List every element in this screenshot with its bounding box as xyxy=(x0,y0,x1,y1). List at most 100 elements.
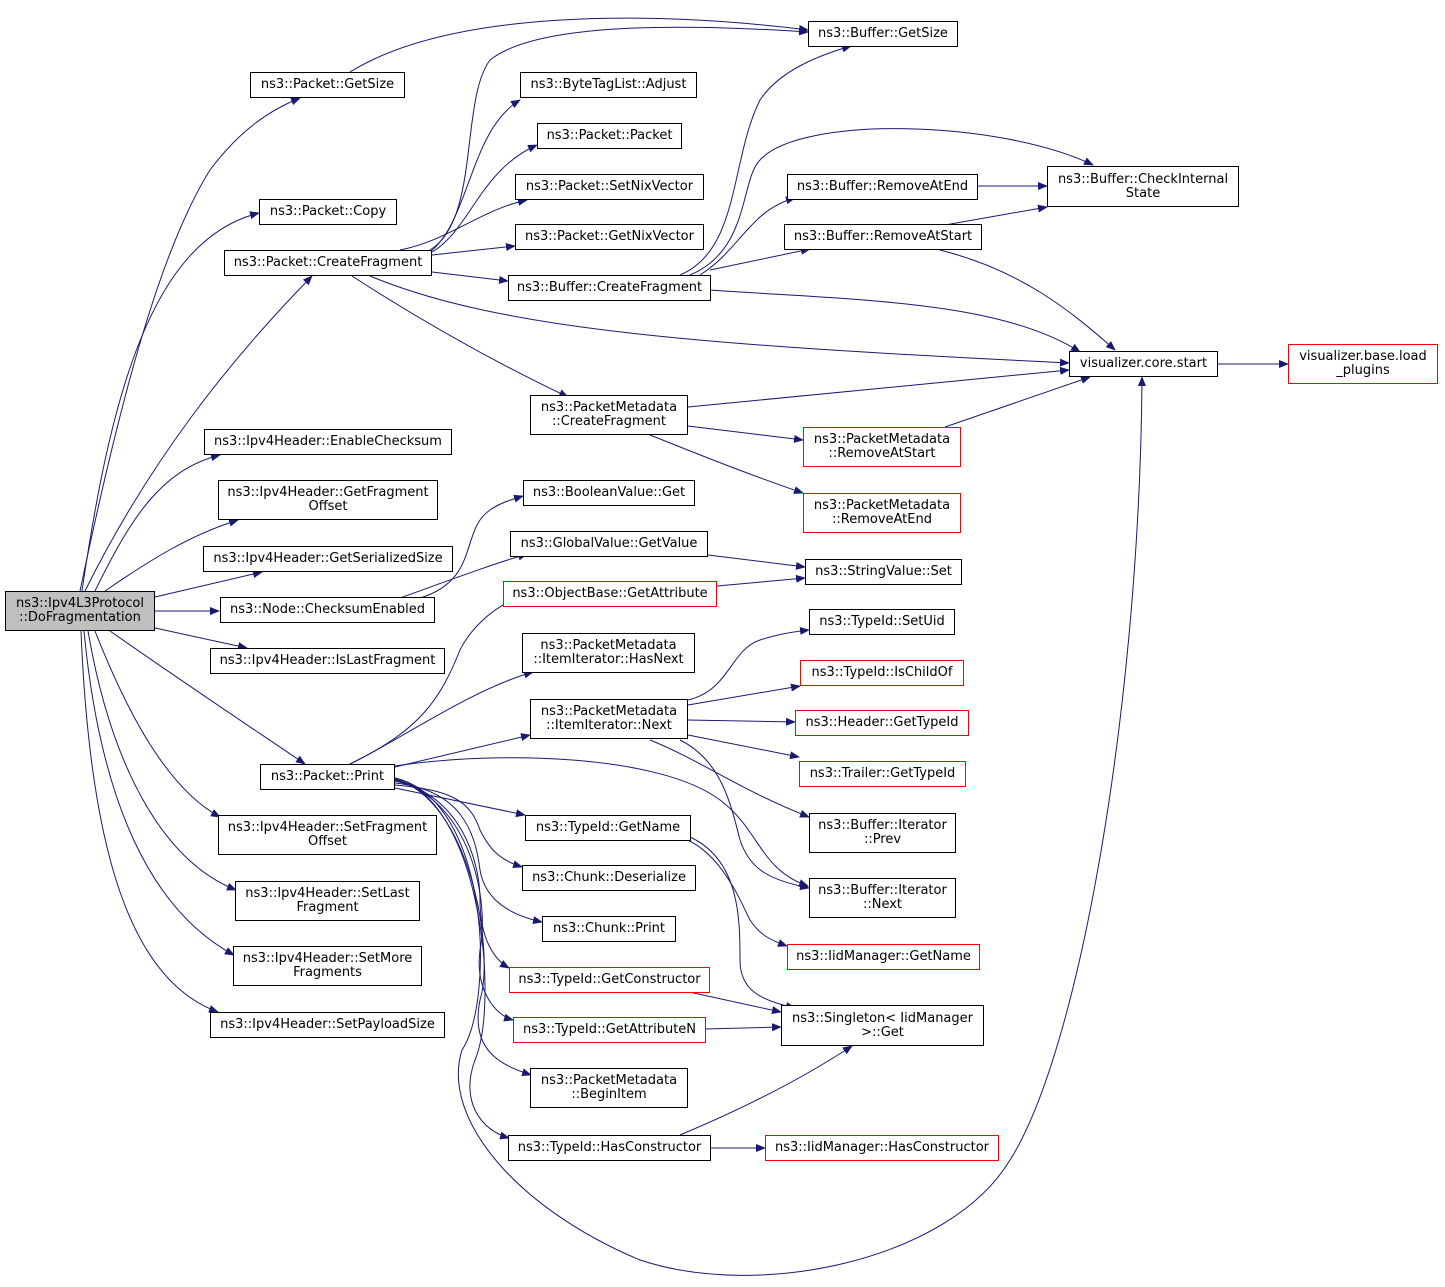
node-label: Fragments xyxy=(293,965,362,980)
node-packet-packet[interactable]: ns3::Packet::Packet xyxy=(537,123,682,149)
edge-next-to-header-gettypeid xyxy=(687,717,796,726)
node-bufferiterator-next[interactable]: ns3::Buffer::Iterator ::Next xyxy=(809,878,956,918)
node-label: ns3::Singleton< IidManager xyxy=(791,1010,973,1026)
node-ipv4header-getfragmentoffset[interactable]: ns3::Ipv4Header::GetFragment Offset xyxy=(218,480,438,520)
node-label: ::ItemIterator::HasNext xyxy=(533,652,684,667)
node-label: ns3::TypeId::GetAttributeN xyxy=(522,1022,697,1037)
node-buffer-removeatstart[interactable]: ns3::Buffer::RemoveAtStart xyxy=(784,224,982,250)
node-objectbase-getattribute[interactable]: ns3::ObjectBase::GetAttribute xyxy=(503,581,717,607)
node-ipv4header-setpayloadsize[interactable]: ns3::Ipv4Header::SetPayloadSize xyxy=(210,1012,445,1038)
node-node-checksumenabled[interactable]: ns3::Node::ChecksumEnabled xyxy=(220,597,435,623)
node-bytetaglist-adjust[interactable]: ns3::ByteTagList::Adjust xyxy=(520,72,697,98)
node-chunk-print[interactable]: ns3::Chunk::Print xyxy=(542,916,676,942)
edge-root-to-ipv4-setfragmentoffset xyxy=(94,630,221,818)
node-packetmetadata-removeatend[interactable]: ns3::PacketMetadata ::RemoveAtEnd xyxy=(803,493,961,533)
node-typeid-setuid[interactable]: ns3::TypeId::SetUid xyxy=(809,609,955,635)
edge-pcf-to-packet-packet xyxy=(431,144,538,253)
node-buffer-checkinternalstate[interactable]: ns3::Buffer::CheckInternal State xyxy=(1047,166,1239,207)
edge-pcf-to-packetmetadata-createfragment xyxy=(351,275,569,398)
node-packet-getnixvector[interactable]: ns3::Packet::GetNixVector xyxy=(515,224,704,250)
edge-root-to-ipv4-getserializedsize xyxy=(154,570,263,598)
node-ipv4header-islastfragment[interactable]: ns3::Ipv4Header::IsLastFragment xyxy=(210,648,445,674)
node-label: ns3::StringValue::Set xyxy=(815,564,952,579)
node-label: ns3::Packet::SetNixVector xyxy=(525,179,694,194)
edge-pcf-to-packet-getnixvector xyxy=(431,242,516,256)
node-packet-copy[interactable]: ns3::Packet::Copy xyxy=(259,199,397,225)
node-chunk-deserialize[interactable]: ns3::Chunk::Deserialize xyxy=(522,865,696,891)
node-packet-createfragment[interactable]: ns3::Packet::CreateFragment xyxy=(224,250,432,276)
edge-root-to-packet-getsize xyxy=(79,97,301,592)
node-buffer-removeatend[interactable]: ns3::Buffer::RemoveAtEnd xyxy=(787,174,978,200)
node-ipv4header-setfragmentoffset[interactable]: ns3::Ipv4Header::SetFragment Offset xyxy=(218,815,437,855)
node-ipv4header-setmorefragments[interactable]: ns3::Ipv4Header::SetMore Fragments xyxy=(233,946,422,986)
node-label: ns3::Chunk::Deserialize xyxy=(532,870,686,885)
edge-bcf-to-buffer-removeatstart xyxy=(709,246,811,271)
node-ipv4header-setlastfragment[interactable]: ns3::Ipv4Header::SetLast Fragment xyxy=(235,881,420,921)
node-bufferiterator-prev[interactable]: ns3::Buffer::Iterator ::Prev xyxy=(809,813,956,853)
edge-print-to-chunk-deserialize xyxy=(394,784,523,869)
node-packet-getsize[interactable]: ns3::Packet::GetSize xyxy=(250,72,405,98)
node-label: ns3::Packet::Copy xyxy=(269,204,387,219)
node-iidmanager-getname[interactable]: ns3::IidManager::GetName xyxy=(787,944,980,970)
edge-print-to-itemiterator-hasnext xyxy=(349,670,534,765)
node-ipv4header-getserializedsize[interactable]: ns3::Ipv4Header::GetSerializedSize xyxy=(203,546,453,572)
node-label: State xyxy=(1125,185,1161,201)
node-typeid-ischildof[interactable]: ns3::TypeId::IsChildOf xyxy=(800,660,964,686)
node-label: ns3::Node::ChecksumEnabled xyxy=(230,602,425,617)
node-globalvalue-getvalue[interactable]: ns3::GlobalValue::GetValue xyxy=(510,531,708,557)
node-label: ::ItemIterator::Next xyxy=(546,718,672,733)
node-label: ns3::Ipv4Header::EnableChecksum xyxy=(214,434,442,449)
node-label: ns3::GlobalValue::GetValue xyxy=(520,536,698,551)
node-ipv4header-enablechecksum[interactable]: ns3::Ipv4Header::EnableChecksum xyxy=(204,429,452,455)
node-label: ns3::Trailer::GetTypeId xyxy=(809,766,956,781)
node-header-gettypeid[interactable]: ns3::Header::GetTypeId xyxy=(795,710,969,736)
node-label: Offset xyxy=(308,499,348,514)
node-label: ns3::Header::GetTypeId xyxy=(805,715,959,730)
edge-print-to-objectbase-getattribute xyxy=(349,599,514,765)
node-packet-print[interactable]: ns3::Packet::Print xyxy=(260,764,395,790)
node-packetmetadata-removeatstart[interactable]: ns3::PacketMetadata ::RemoveAtStart xyxy=(803,427,961,467)
node-label: ns3::Ipv4Header::SetLast xyxy=(245,886,410,901)
node-typeid-hasconstructor[interactable]: ns3::TypeId::HasConstructor xyxy=(508,1135,711,1161)
node-packetmetadata-createfragment[interactable]: ns3::PacketMetadata ::CreateFragment xyxy=(530,395,688,435)
node-label: ns3::PacketMetadata xyxy=(813,498,951,513)
edge-pcf-to-buffer-getsize xyxy=(429,26,809,251)
node-visualizer-core-start[interactable]: visualizer.core.start xyxy=(1069,351,1218,377)
node-typeid-getname[interactable]: ns3::TypeId::GetName xyxy=(525,815,691,841)
node-singleton-iidmanager-get[interactable]: ns3::Singleton< IidManager >::Get xyxy=(781,1005,984,1046)
node-typeid-getattributen[interactable]: ns3::TypeId::GetAttributeN xyxy=(513,1017,706,1043)
edge-pcf-to-packet-setnixvector xyxy=(399,197,528,251)
edge-root-to-ipv4-setlastfragment xyxy=(87,630,237,891)
node-trailer-gettypeid[interactable]: ns3::Trailer::GetTypeId xyxy=(799,761,966,787)
node-packetmetadata-beginitem[interactable]: ns3::PacketMetadata ::BeginItem xyxy=(530,1068,688,1108)
edge-bcf-to-buffer-getsize xyxy=(679,44,852,276)
node-iidmanager-hasconstructor[interactable]: ns3::IidManager::HasConstructor xyxy=(765,1135,999,1161)
node-booleanvalue-get[interactable]: ns3::BooleanValue::Get xyxy=(523,480,695,506)
edge-print-to-chunk-print xyxy=(394,782,543,924)
edge-layer xyxy=(79,17,1289,1276)
node-itemiterator-next[interactable]: ns3::PacketMetadata ::ItemIterator::Next xyxy=(530,699,688,739)
node-itemiterator-hasnext[interactable]: ns3::PacketMetadata ::ItemIterator::HasN… xyxy=(522,633,695,673)
edge-pmcf-to-pm-removeatend xyxy=(649,434,804,494)
node-stringvalue-set[interactable]: ns3::StringValue::Set xyxy=(805,559,962,585)
node-packet-setnixvector[interactable]: ns3::Packet::SetNixVector xyxy=(515,174,704,200)
node-typeid-getconstructor[interactable]: ns3::TypeId::GetConstructor xyxy=(509,967,710,993)
edge-next-to-bufferiterator-next xyxy=(679,739,810,891)
edge-print-to-itemiterator-next xyxy=(394,733,531,768)
edge-next-to-typeid-ischildof xyxy=(687,683,801,706)
node-label: ns3::IidManager::GetName xyxy=(796,949,971,964)
node-buffer-getsize[interactable]: ns3::Buffer::GetSize xyxy=(808,21,958,47)
node-label: ns3::PacketMetadata xyxy=(540,400,678,415)
node-label: ns3::PacketMetadata xyxy=(813,432,951,447)
node-visualizer-base-load-plugins[interactable]: visualizer.base.load _plugins xyxy=(1288,344,1438,384)
edge-root-to-ipv4-enablechecksum xyxy=(94,453,221,592)
node-label: ns3::Buffer::RemoveAtStart xyxy=(793,229,973,244)
node-label: ns3::Buffer::CheckInternal xyxy=(1057,171,1229,187)
node-buffer-createfragment[interactable]: ns3::Buffer::CreateFragment xyxy=(508,275,711,301)
node-label: ::RemoveAtEnd xyxy=(832,512,932,527)
edge-bcf-to-buffer-removeatend xyxy=(699,196,796,276)
node-label: ns3::TypeId::SetUid xyxy=(819,614,945,629)
node-label: ns3::Ipv4Header::GetSerializedSize xyxy=(213,551,443,566)
edge-pmcf-to-pm-removeatstart xyxy=(687,425,804,443)
